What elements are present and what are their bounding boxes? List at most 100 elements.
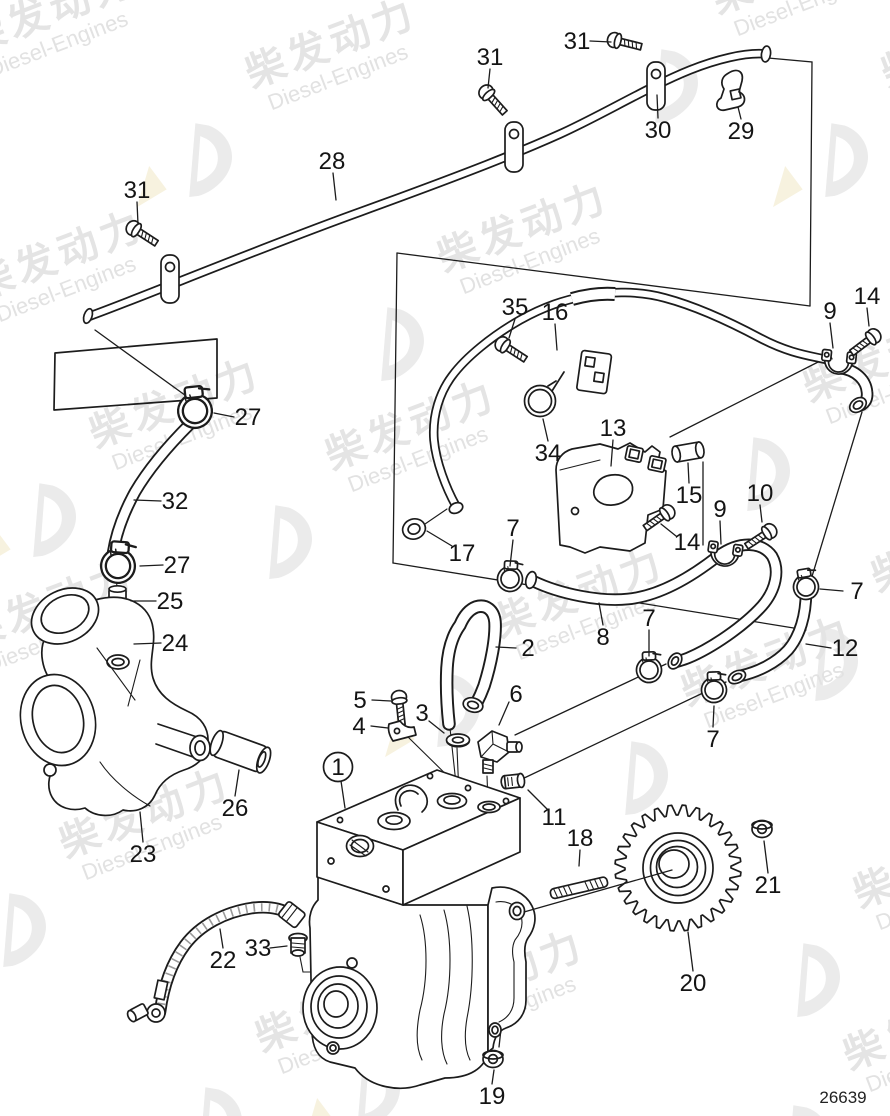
callout-leader-19 xyxy=(491,1069,495,1085)
callout-leader-12 xyxy=(805,643,832,649)
callout-leader-29 xyxy=(737,106,742,120)
callout-leader-27 xyxy=(213,412,235,418)
callout-label-5: 5 xyxy=(353,687,366,714)
callout-leader-23 xyxy=(139,811,144,843)
elbow-fitting-6 xyxy=(477,730,523,774)
callout-leader-10 xyxy=(759,504,763,523)
callout-leader-13 xyxy=(610,439,614,467)
fitting-33 xyxy=(288,932,308,957)
callout-label-12: 12 xyxy=(832,635,859,662)
bushing-15 xyxy=(671,441,705,463)
clip-29 xyxy=(715,69,746,112)
drawing-number: 26639 xyxy=(819,1088,866,1107)
callout-label-8: 8 xyxy=(596,624,609,651)
callout-leader-18 xyxy=(578,849,581,867)
callout-label-6: 6 xyxy=(509,681,522,708)
callout-leader-28 xyxy=(332,172,337,201)
callout-label-26: 26 xyxy=(222,795,249,822)
callout-label-25: 25 xyxy=(157,588,184,615)
bolt-31 xyxy=(605,30,644,55)
callout-label-31: 31 xyxy=(124,177,151,204)
callout-label-18: 18 xyxy=(567,825,594,852)
callout-leader-2 xyxy=(495,646,517,649)
gear-20 xyxy=(614,804,742,932)
callout-leader-34 xyxy=(542,418,549,442)
callout-label-7: 7 xyxy=(706,726,719,753)
seal-ring-17 xyxy=(401,517,427,541)
callout-leader-31 xyxy=(136,201,139,225)
callout-label-22: 22 xyxy=(210,947,237,974)
callout-label-34: 34 xyxy=(535,440,562,467)
pipe-hanger-bracket xyxy=(576,349,613,395)
callout-leader-4 xyxy=(370,725,389,729)
callout-label-15: 15 xyxy=(676,482,703,509)
callout-leader-14 xyxy=(866,307,870,327)
callout-label-3: 3 xyxy=(415,700,428,727)
pipe-end-bead xyxy=(760,45,772,63)
watermark-cn-text: 柴发动力 xyxy=(847,810,890,917)
callout-label-24: 24 xyxy=(162,630,189,657)
bracket-13-assembly xyxy=(555,441,705,554)
rubber-mount xyxy=(624,445,644,464)
screw-35 xyxy=(491,333,531,367)
callout-leader-8 xyxy=(598,602,604,626)
callout-leader-7 xyxy=(712,705,715,728)
pipe-28-assembly xyxy=(82,30,772,325)
pipe-end-bead xyxy=(448,501,464,515)
washer-3 xyxy=(445,733,471,748)
callout-leader-3 xyxy=(428,720,445,734)
callout-label-29: 29 xyxy=(728,118,755,145)
callout-label-14: 14 xyxy=(854,283,881,310)
callout-circle-1 xyxy=(322,751,354,783)
connector-26 xyxy=(209,729,272,774)
watermark-cn-text: 柴发动力 xyxy=(875,0,890,97)
callout-leader-9 xyxy=(829,322,834,349)
callout-leader-31 xyxy=(589,40,612,43)
callout-leader-9 xyxy=(719,520,722,545)
callout-label-7: 7 xyxy=(642,605,655,632)
callout-leader-26 xyxy=(234,769,240,797)
callout-label-35: 35 xyxy=(502,294,529,321)
callout-leader-1 xyxy=(340,780,346,809)
cut-plane-top-left xyxy=(53,338,218,411)
callout-leader-27 xyxy=(139,564,164,567)
plug-11 xyxy=(500,772,526,790)
pipe-bracket-clip xyxy=(160,254,180,304)
callout-label-17: 17 xyxy=(449,540,476,567)
callout-label-9: 9 xyxy=(823,298,836,325)
thermostat-housing-23 xyxy=(19,587,211,817)
callout-label-20: 20 xyxy=(680,970,707,997)
callout-leader-17 xyxy=(426,530,453,547)
clamp-4 xyxy=(387,720,417,742)
hose-clamp-7 xyxy=(786,563,826,605)
callout-label-13: 13 xyxy=(600,415,627,442)
hose-12-assembly xyxy=(696,563,826,707)
callout-label-19: 19 xyxy=(479,1083,506,1110)
callout-leader-5 xyxy=(371,699,392,702)
callout-leader-11 xyxy=(527,789,548,810)
callout-label-28: 28 xyxy=(319,148,346,175)
hose-sleeve xyxy=(462,696,484,714)
callout-label-11: 11 xyxy=(542,804,567,831)
callout-leader-7 xyxy=(819,588,844,592)
pipe-16-assembly xyxy=(401,286,833,541)
callout-leader-16 xyxy=(554,323,558,351)
callout-label-21: 21 xyxy=(755,872,782,899)
bolt-31 xyxy=(475,81,512,119)
callout-label-23: 23 xyxy=(130,841,157,868)
callout-label-27: 27 xyxy=(164,552,191,579)
callout-label-31: 31 xyxy=(564,28,591,55)
callout-leader-20 xyxy=(687,931,694,972)
hose-32-assembly xyxy=(96,379,221,587)
callout-leader-21 xyxy=(763,840,769,874)
nut-21 xyxy=(751,819,773,839)
watermark-cn-text: 柴发动力 xyxy=(837,972,890,1079)
watermark-cn-text: 柴发动力 xyxy=(865,494,890,601)
callout-leader-32 xyxy=(133,499,162,502)
compressor-assembly-1 xyxy=(302,769,609,1089)
nut-19 xyxy=(482,1049,504,1069)
